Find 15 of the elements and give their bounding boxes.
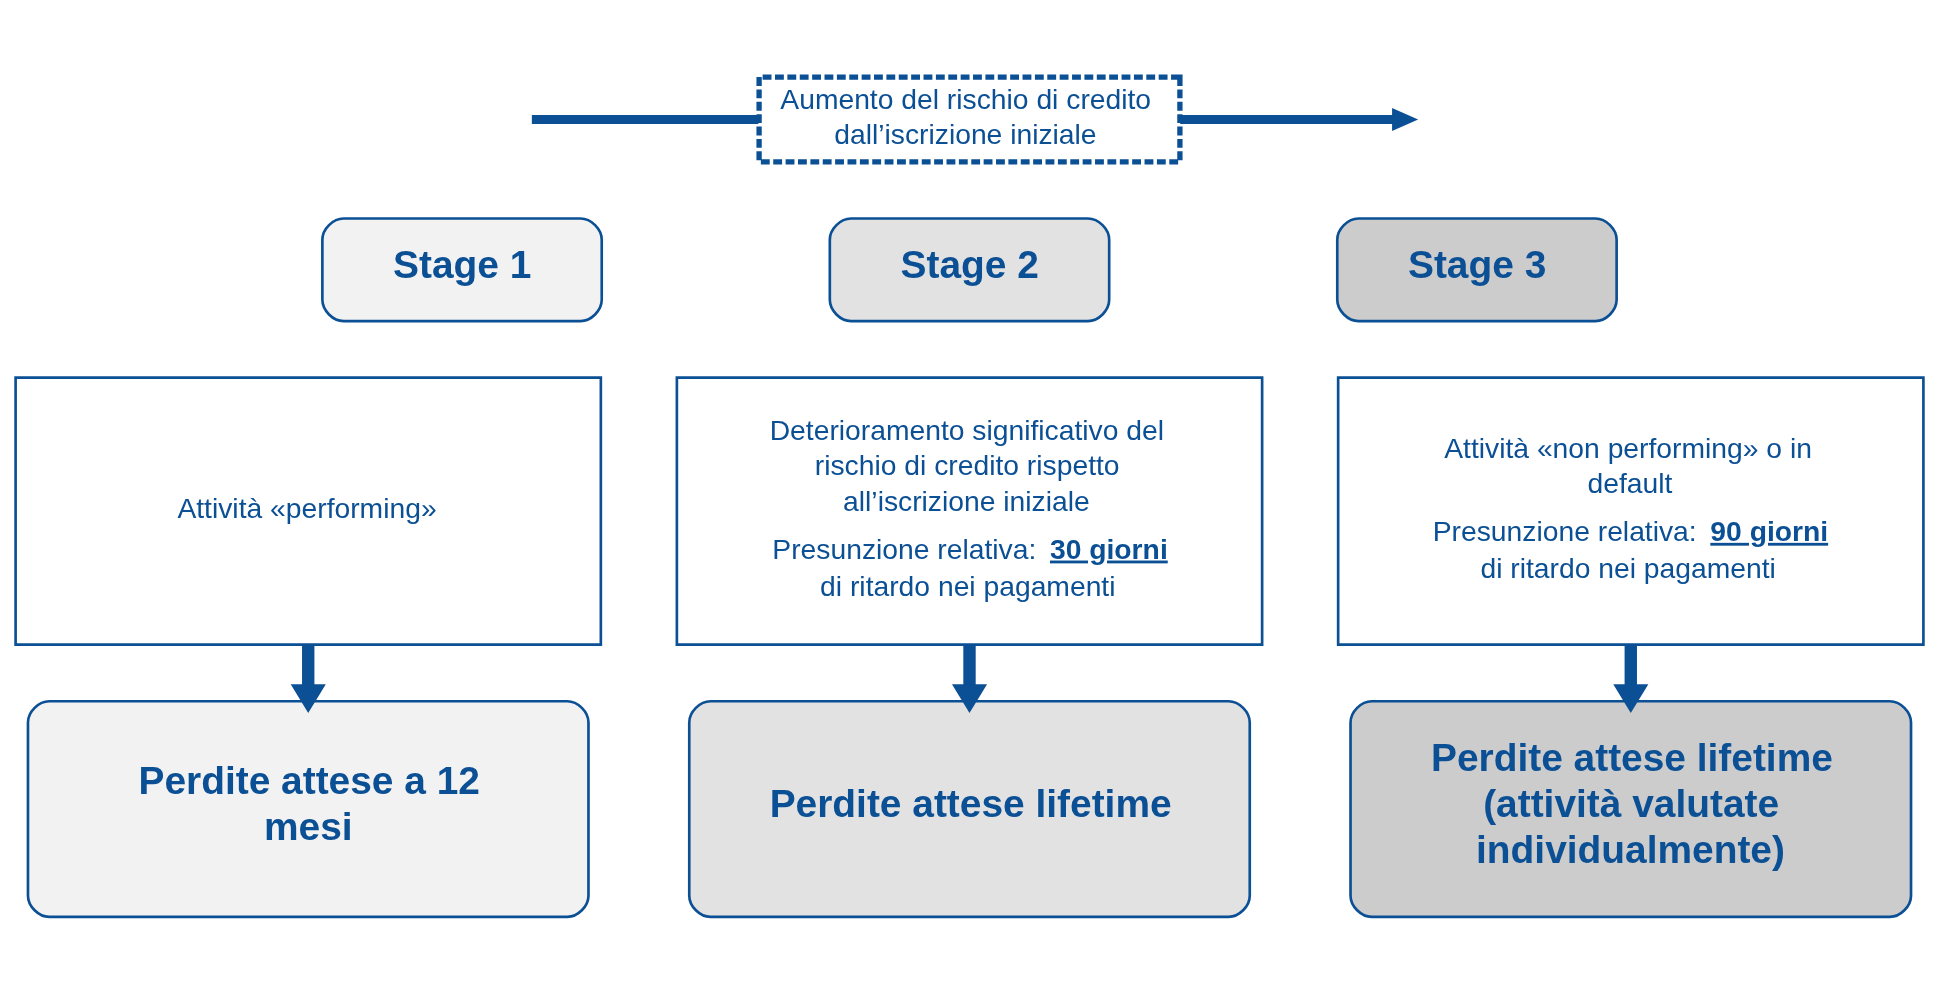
node-box: Stage 2 xyxy=(828,216,1111,322)
node-box: Attività «performing» xyxy=(14,375,603,646)
node-box: Deterioramento significativo del rischio di credito rispetto all’iscrizione iniziale Presunzione relativa: 30 giorni di ritardo nei pagamenti xyxy=(675,375,1264,646)
arrow xyxy=(290,644,326,713)
connector xyxy=(531,114,759,124)
arrow xyxy=(1613,644,1649,713)
node-box: Stage 1 xyxy=(321,216,604,322)
node-box: Perdite attese lifetime (attività valutate individualmente) xyxy=(1349,699,1913,918)
arrow xyxy=(1180,107,1419,131)
node-box: Stage 3 xyxy=(1335,216,1618,322)
node-box: Attività «non performing» o in default Presunzione relativa: 90 giorni di ritardo nei pagamenti xyxy=(1336,375,1925,646)
node-box: Aumento del rischio di credito dall’iscrizione iniziale xyxy=(756,73,1183,165)
arrow xyxy=(951,644,988,713)
node-box: Perdite attese lifetime xyxy=(687,699,1252,918)
node-box: Perdite attese a 12 mesi xyxy=(26,699,590,918)
